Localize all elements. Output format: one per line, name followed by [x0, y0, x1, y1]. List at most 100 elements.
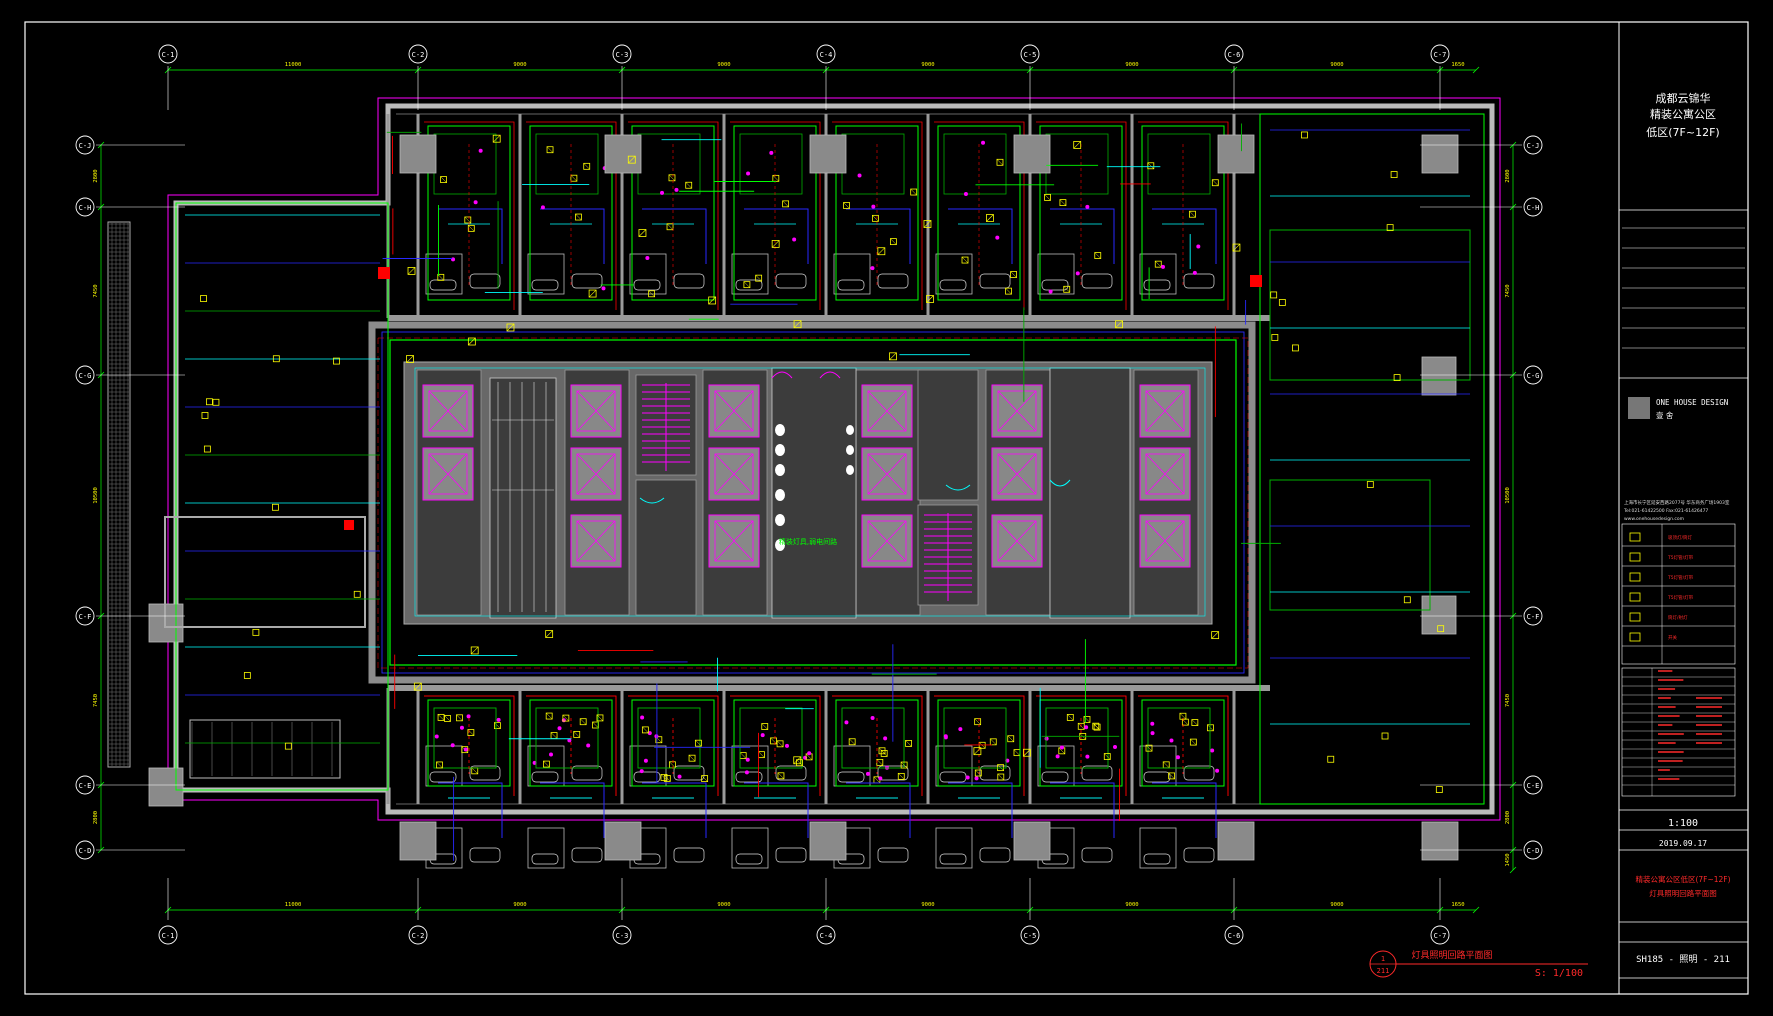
red-circuit [526, 695, 617, 796]
light-fixture [1191, 719, 1199, 726]
light-fixture-cross [1147, 162, 1154, 169]
restroom-block [1049, 367, 1131, 619]
panel-box [1250, 275, 1262, 287]
grid-label-left: C-E [79, 782, 92, 790]
grid-label-top: C-4 [820, 51, 833, 59]
vanity [1081, 765, 1113, 781]
red-circuit [424, 695, 515, 796]
switch-box [627, 155, 636, 164]
toilet-fixture [775, 539, 785, 551]
downlight [1169, 738, 1174, 743]
elevator-inner [576, 390, 616, 432]
vanity [571, 765, 603, 781]
blue-circuit [948, 208, 1013, 264]
switch-box [1211, 631, 1220, 640]
blue-circuit [642, 782, 707, 838]
light-fixture [743, 281, 751, 289]
switch-box-mark [468, 337, 476, 346]
vanity [1081, 273, 1113, 289]
light-fixture-cross [543, 760, 550, 768]
light-fixture-cross [642, 726, 649, 734]
light-fixture [782, 200, 790, 208]
grid-label-left: C-D [79, 847, 92, 855]
red-circuit [628, 695, 719, 796]
left-wing-room [189, 719, 341, 779]
switch-box [973, 747, 982, 756]
light-fixture [770, 737, 777, 745]
light-fixture [910, 188, 918, 196]
switch-box-mark [407, 267, 416, 275]
bathtub [531, 853, 559, 865]
bathroom [629, 253, 667, 295]
red-circuit [1036, 121, 1127, 310]
light-fixture-cross [1145, 744, 1153, 752]
grid-bubble-right [1523, 606, 1543, 626]
light-fixture [444, 715, 451, 722]
switch-box [708, 296, 717, 305]
elevator-inner [714, 453, 754, 495]
grid-bubble-bottom [816, 925, 836, 945]
downlight [1150, 731, 1155, 736]
light-fixture [440, 176, 447, 183]
light-fixture [243, 672, 251, 679]
grid-label-right: C-J [1527, 142, 1540, 150]
switch-box-mark [926, 295, 934, 303]
grid-label-right: C-D [1527, 847, 1540, 855]
switch-box-mark [973, 747, 982, 755]
switch-box-mark [628, 155, 636, 164]
bathroom [731, 827, 769, 869]
room-ceiling-line [943, 707, 1007, 769]
vanity [469, 273, 501, 289]
schedule-frame [1621, 667, 1736, 797]
light-fixture [206, 398, 213, 406]
room-ceiling-line [637, 707, 701, 769]
switch-box-mark [771, 240, 780, 248]
downlight [677, 774, 682, 779]
elevator-cross [867, 453, 907, 495]
light-fixture-cross [770, 737, 777, 745]
firm-name-cn: 壹 舍 [1656, 410, 1674, 420]
vanity [979, 273, 1011, 289]
vanity [469, 765, 501, 781]
legend-label: 吸顶灯/筒灯 [1668, 534, 1693, 541]
light-fixture [1092, 722, 1100, 730]
downlight [1215, 768, 1220, 773]
red-circuit [832, 695, 923, 796]
downlight [870, 266, 875, 271]
light-fixture-cross [796, 759, 803, 766]
light-fixture-cross [872, 215, 879, 222]
light-fixture [1437, 625, 1445, 633]
red-circuit [730, 121, 821, 310]
light-fixture-cross [471, 767, 478, 775]
dimension-text: 9000 [717, 62, 730, 68]
downlight [1044, 736, 1049, 741]
room-light-strip [1141, 125, 1225, 301]
downlight [463, 747, 468, 752]
downlight [1048, 289, 1053, 294]
switch-box [492, 134, 501, 143]
light-fixture-cross [1207, 724, 1214, 731]
room-light-strip [427, 125, 511, 301]
light-fixture-cross [761, 723, 768, 730]
light-fixture [1301, 131, 1308, 139]
downlight [1075, 271, 1080, 276]
bathtub [837, 279, 865, 291]
light-fixture [562, 714, 570, 722]
elevator-inner [867, 520, 907, 562]
light-fixture [1393, 374, 1401, 382]
corridor-circuit-loop [381, 331, 1245, 674]
room-ceiling-line [535, 133, 599, 195]
switch-box [413, 682, 422, 691]
vanity [673, 847, 705, 863]
dimension-text: 9000 [921, 62, 934, 68]
downlight [1176, 755, 1181, 760]
bathtub [735, 771, 763, 783]
light-fixture [467, 224, 475, 232]
light-fixture-cross [701, 775, 708, 782]
light-fixture-cross [1010, 271, 1017, 278]
light-fixture [1278, 299, 1286, 306]
light-fixture [252, 628, 260, 636]
light-fixture-cross [755, 274, 762, 282]
downlight [660, 190, 665, 195]
grid-label-top: C-1 [162, 51, 175, 59]
